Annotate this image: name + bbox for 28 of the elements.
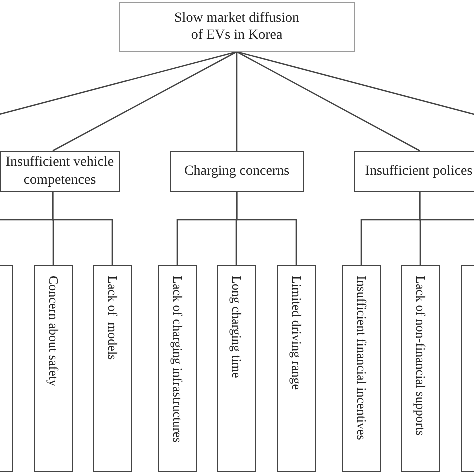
node-label: Limited driving range: [288, 276, 305, 390]
node-label: Lack of charging infrastructures: [170, 276, 186, 443]
node-label: Insufficient financial incentives: [354, 276, 370, 440]
factor-box: [158, 265, 197, 472]
node-label: Long charging time: [228, 276, 245, 378]
connector-line: [236, 51, 420, 152]
connector-line: [236, 52, 238, 151]
factor-box: [277, 265, 316, 472]
node-label: Slow market diffusion of EVs in Korea: [174, 10, 300, 44]
node-label: Lack of models: [104, 276, 121, 360]
factor-box: [34, 265, 73, 472]
category-box: [354, 151, 474, 192]
root-box: [119, 2, 355, 52]
factor-box: [217, 265, 256, 472]
factor-box: [401, 265, 440, 472]
node-label: Concern about safety: [46, 276, 62, 386]
node-label: Insufficient vehicle competences: [5, 154, 115, 189]
factor-box: [93, 265, 132, 472]
connector-line: [236, 192, 298, 265]
connector-line: [52, 192, 114, 265]
category-box: [170, 151, 304, 192]
connector-line: [0, 51, 238, 116]
node-label: Charging concerns: [184, 162, 290, 180]
node-label: Lack of non-financial supports: [412, 276, 429, 436]
node-label: Insufficient polices: [365, 162, 473, 180]
connector-line: [52, 51, 238, 152]
connector-line: [236, 51, 474, 116]
factor-box: [342, 265, 381, 472]
